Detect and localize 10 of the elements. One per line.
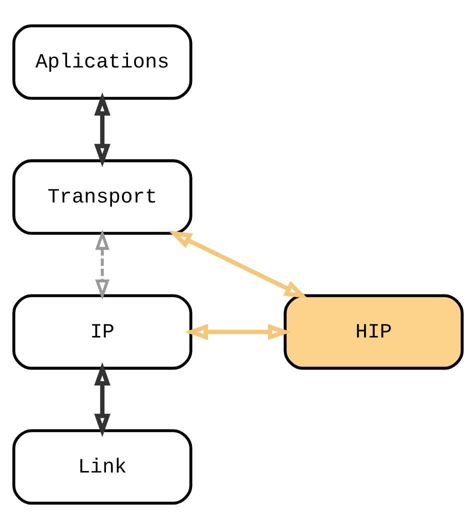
node-box: HIP <box>284 294 464 370</box>
arrow <box>168 230 308 298</box>
node-box: Aplications <box>12 24 192 100</box>
node-box: Transport <box>12 159 192 235</box>
arrow <box>94 92 110 168</box>
node-box: Link <box>12 429 192 505</box>
arrow <box>94 362 110 438</box>
arrow <box>95 229 110 300</box>
arrow <box>184 324 292 340</box>
node-box: IP <box>12 294 192 370</box>
